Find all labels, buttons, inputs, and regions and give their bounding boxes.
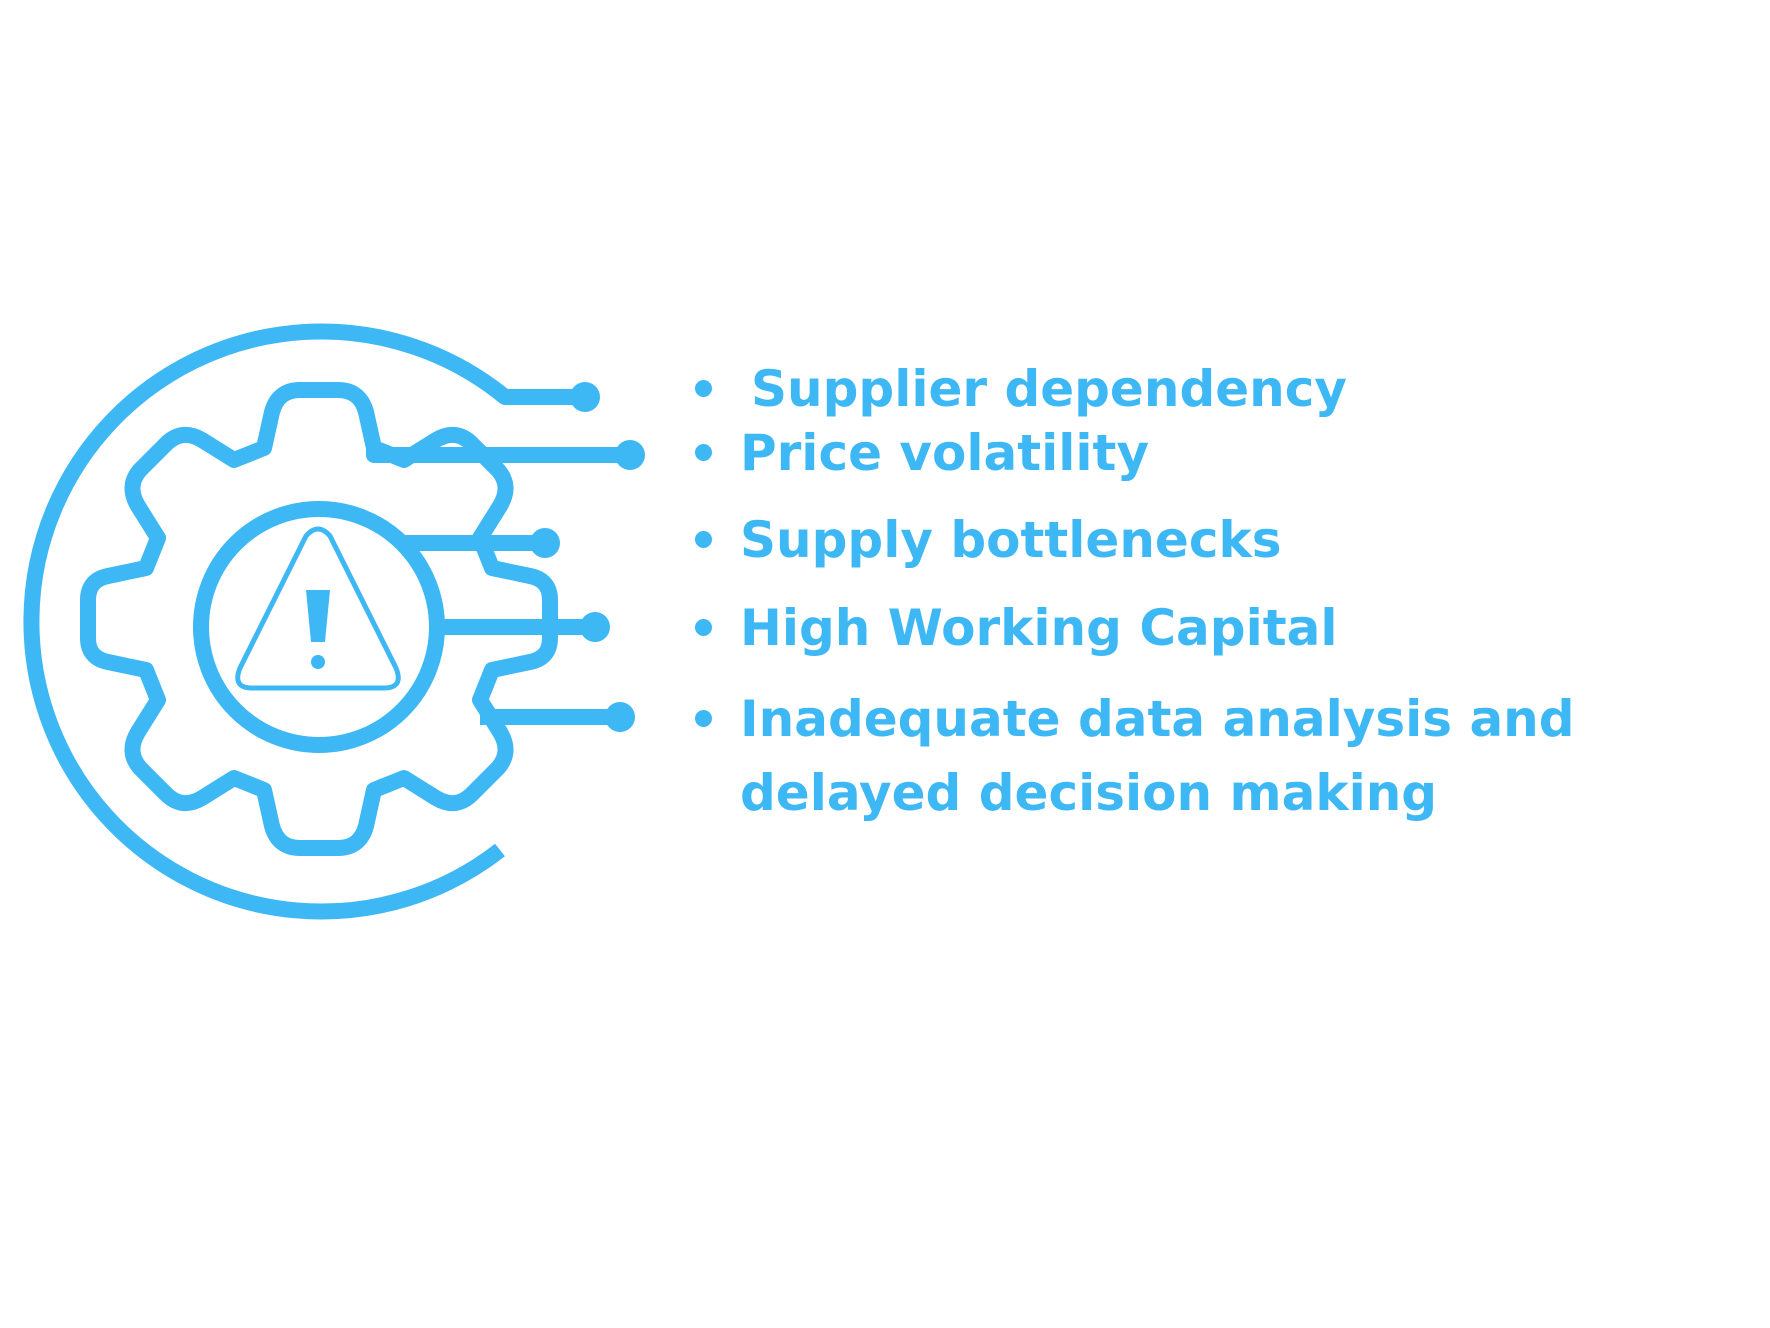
bullet-dot (695, 380, 712, 397)
gear-icon (80, 382, 558, 856)
connector-dot-2 (615, 440, 645, 470)
connector-line-2 (366, 447, 630, 463)
list-item-label: Price volatility (740, 424, 1150, 482)
list-item-label: Inadequate data analysis and delayed dec… (740, 690, 1575, 822)
list-item-label: Supplier dependency (751, 360, 1347, 418)
list-item: Supplier dependency (695, 352, 1555, 426)
outer-arc (23, 323, 511, 920)
list-item: High Working Capital (695, 591, 1555, 665)
list-item-label: High Working Capital (740, 599, 1338, 657)
connector-dot-1 (570, 382, 600, 412)
bullet-dot (695, 444, 712, 461)
bullet-dot (695, 531, 712, 548)
exclamation-dot (311, 655, 325, 669)
connector-dot-3 (530, 528, 560, 558)
list-item: Inadequate data analysis and delayed dec… (695, 682, 1575, 830)
list-item: Price volatility (695, 416, 1555, 490)
list-item-label: Supply bottlenecks (740, 511, 1282, 569)
warning-triangle-icon (235, 526, 401, 691)
list-item: Supply bottlenecks (695, 503, 1555, 577)
bullet-dot (695, 619, 712, 636)
exclamation-bar (306, 590, 330, 642)
connector-dot-4 (580, 612, 610, 642)
connector-dot-5 (605, 702, 635, 732)
bullet-dot (695, 710, 712, 727)
